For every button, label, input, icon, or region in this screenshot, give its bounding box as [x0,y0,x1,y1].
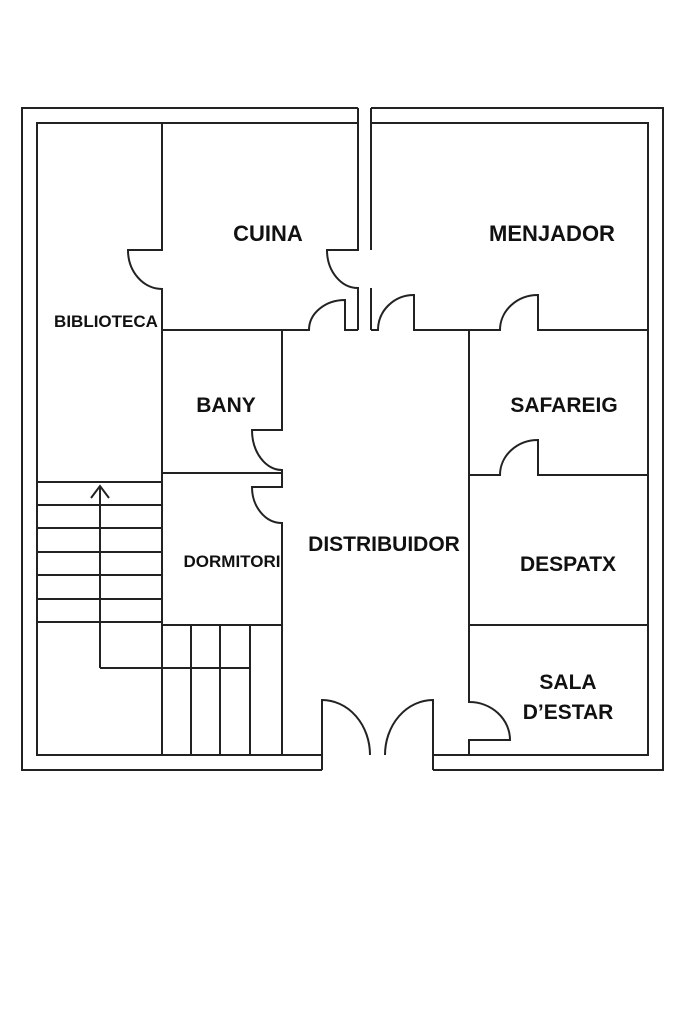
exterior-walls [21,107,664,771]
label-destar: D’ESTAR [523,701,614,724]
label-safareig: SAFAREIG [510,394,617,417]
label-despatx: DESPATX [520,553,616,576]
label-biblioteca: BIBLIOTECA [54,312,158,331]
label-bany: BANY [196,394,256,417]
label-distribuidor: DISTRIBUIDOR [308,533,460,556]
interior-walls [126,108,648,755]
label-dormitori: DORMITORI [184,552,281,571]
label-cuina: CUINA [233,221,303,246]
label-menjador: MENJADOR [489,221,615,246]
label-sala: SALA [539,671,596,694]
entrance-double-door [321,698,434,756]
stair-direction-arrow-icon [90,484,250,669]
staircase [37,481,251,755]
room-labels: CUINA MENJADOR BIBLIOTECA BANY SAFAREIG … [54,221,618,724]
